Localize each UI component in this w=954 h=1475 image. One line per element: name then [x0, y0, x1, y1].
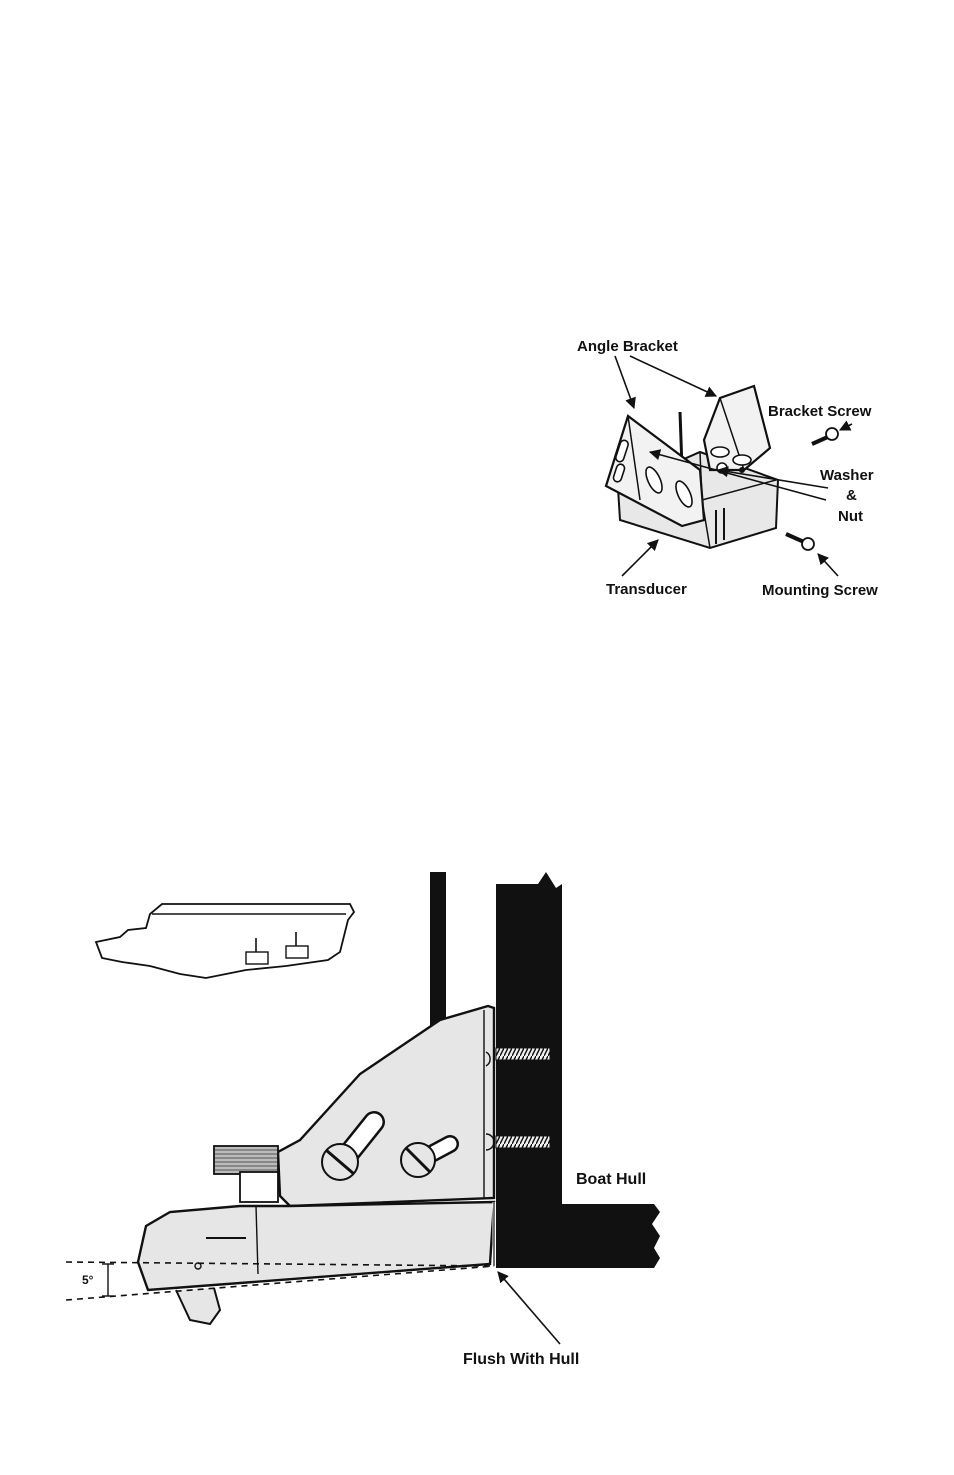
angle-bracket-left [604, 414, 706, 528]
mounting-screw-arrow [817, 553, 839, 577]
angle-bracket-right [702, 384, 772, 474]
transducer-label: Transducer [606, 581, 687, 598]
boat-silhouette [94, 903, 356, 979]
flush-with-hull-arrow [497, 1271, 561, 1345]
transducer-fin [175, 1287, 222, 1326]
flush-with-hull-label: Flush With Hull [463, 1351, 579, 1368]
bracket-screw-label: Bracket Screw [768, 403, 872, 420]
washer-label: Washer [820, 467, 874, 484]
cable-clamp [213, 1145, 279, 1175]
transducer-assembly-diagram: Angle Bracket Bracket Screw Washer & Nut… [577, 338, 878, 599]
mounting-screw-lower [495, 1135, 551, 1149]
mounting-screw-drawing [785, 532, 815, 551]
washer-arrow-2 [648, 449, 827, 501]
nut-label: Nut [838, 508, 863, 525]
transom-mount-diagram: 5° Boat Hull Flush With Hull [65, 872, 660, 1368]
washer-arrow-1 [716, 466, 829, 489]
angle-label: 5° [82, 1273, 94, 1287]
transducer-arrow [621, 539, 659, 577]
transom-inner-wall [430, 872, 446, 1036]
angle-bracket-arrow-left [614, 355, 636, 410]
ampersand-label: & [846, 487, 857, 504]
transducer-body [136, 1200, 496, 1292]
bracket-screw-arrow [838, 420, 853, 431]
transducer-angle-line [65, 1265, 495, 1301]
boat-hull [496, 872, 660, 1268]
mounting-screw-upper [495, 1047, 551, 1061]
figure1-leader-lines [614, 355, 853, 577]
angle-bracket-side [276, 1004, 496, 1208]
boat-hull-label: Boat Hull [576, 1171, 646, 1188]
angle-bracket-label: Angle Bracket [577, 338, 678, 355]
mounting-screw-label: Mounting Screw [762, 582, 878, 599]
angle-bracket-arrow-right [629, 355, 718, 397]
bracket-screw-drawing [811, 427, 839, 446]
horizontal-reference-line [65, 1261, 495, 1267]
